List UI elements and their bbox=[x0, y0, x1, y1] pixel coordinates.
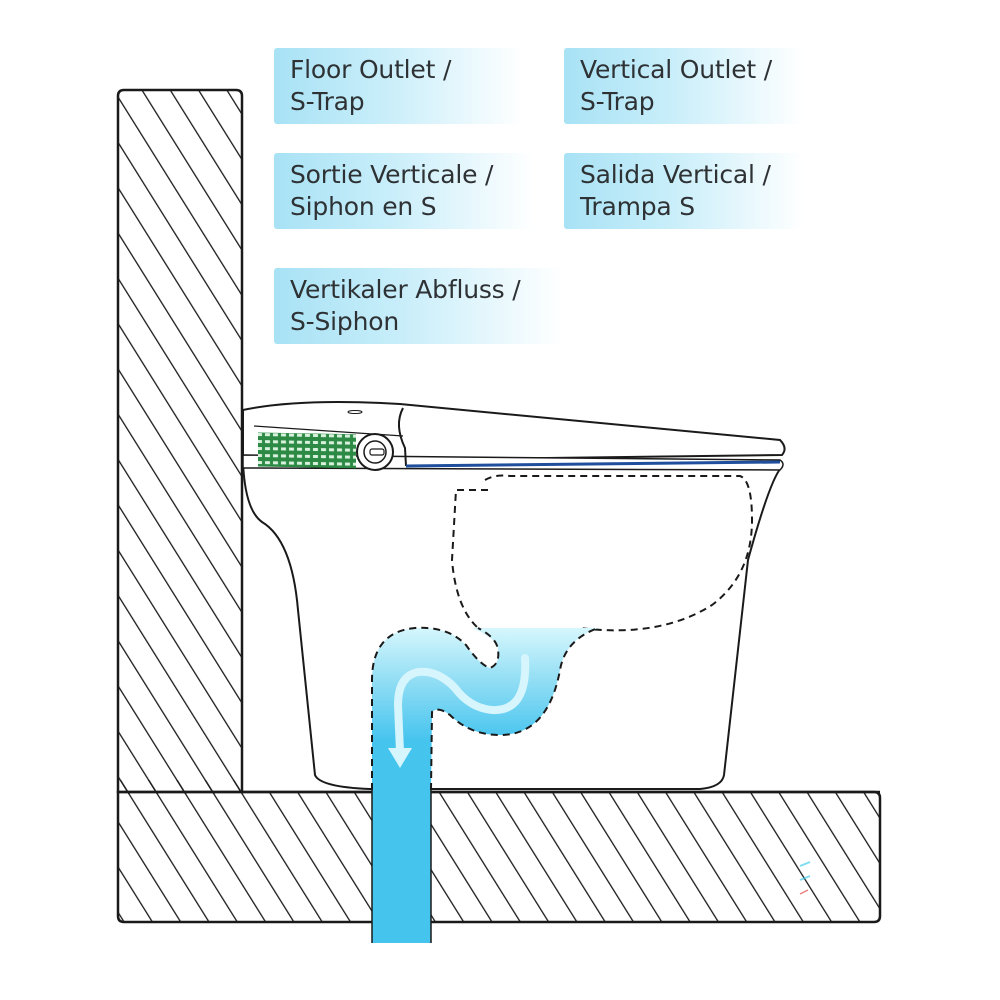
label-line1: Vertical Outlet / bbox=[580, 55, 772, 84]
label-line1: Vertikaler Abfluss / bbox=[290, 275, 521, 304]
label-vertikaler-abfluss-de: Vertikaler Abfluss / S-Siphon bbox=[274, 268, 564, 344]
flow-arrow-icon bbox=[388, 654, 530, 768]
label-line2: S-Siphon bbox=[290, 307, 399, 336]
drain-pipe bbox=[372, 785, 431, 943]
label-salida-vertical-es: Salida Vertical / Trampa S bbox=[564, 153, 804, 229]
label-floor-outlet-en: Floor Outlet / S-Trap bbox=[274, 48, 524, 124]
label-line1: Sortie Verticale / bbox=[290, 160, 494, 189]
toilet-seat bbox=[242, 401, 786, 471]
control-knob-icon bbox=[356, 433, 394, 471]
label-line2: S-Trap bbox=[580, 87, 655, 116]
label-vertical-outlet-en: Vertical Outlet / S-Trap bbox=[564, 48, 804, 124]
floor bbox=[116, 780, 882, 924]
wall bbox=[116, 88, 244, 794]
vent-grille bbox=[258, 432, 356, 469]
toilet-body bbox=[241, 460, 784, 790]
label-line1: Floor Outlet / bbox=[290, 55, 452, 84]
floor-marks bbox=[799, 861, 811, 895]
label-line1: Salida Vertical / bbox=[580, 160, 771, 189]
label-line2: S-Trap bbox=[290, 87, 365, 116]
label-line2: Siphon en S bbox=[290, 192, 437, 221]
label-sortie-verticale-fr: Sortie Verticale / Siphon en S bbox=[274, 153, 534, 229]
label-line2: Trampa S bbox=[580, 192, 695, 221]
